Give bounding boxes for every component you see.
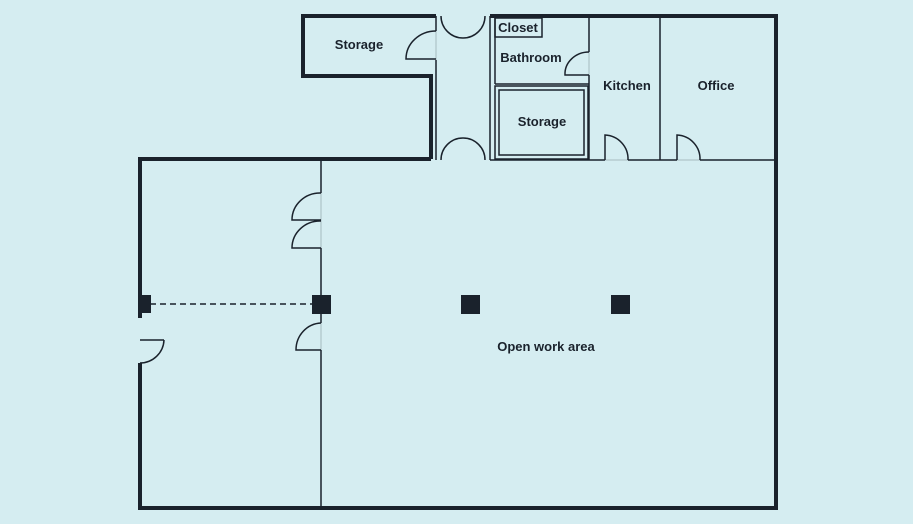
label-office: Office	[698, 78, 735, 93]
west-exterior-wall-upper	[138, 157, 431, 318]
door-kitchen	[604, 134, 629, 161]
storage-center-outer	[494, 85, 589, 160]
closet-outline	[494, 17, 543, 38]
door-west-exterior	[139, 339, 165, 364]
doors	[139, 15, 701, 364]
column	[140, 295, 151, 313]
storage-room-exterior-wall	[301, 14, 436, 159]
double-door-north	[440, 15, 486, 39]
main-exterior-wall	[138, 14, 778, 510]
door-partition-lower	[295, 322, 322, 351]
room-labels: Storage Closet Bathroom Storage Kitchen …	[335, 20, 735, 354]
door-storage-top-left	[405, 30, 437, 60]
label-bathroom: Bathroom	[500, 50, 561, 65]
label-closet: Closet	[498, 20, 538, 35]
double-door-south	[440, 137, 486, 161]
label-open-work-area: Open work area	[497, 339, 595, 354]
label-kitchen: Kitchen	[603, 78, 651, 93]
door-office	[676, 134, 701, 161]
label-storage-top-left: Storage	[335, 37, 383, 52]
column	[312, 295, 331, 314]
label-storage-center: Storage	[518, 114, 566, 129]
column	[461, 295, 480, 314]
door-partition-upper	[291, 192, 322, 249]
columns	[140, 295, 630, 314]
door-bathroom	[564, 51, 590, 76]
column	[611, 295, 630, 314]
exterior-walls	[138, 14, 778, 510]
storage-center-inner	[498, 89, 585, 156]
